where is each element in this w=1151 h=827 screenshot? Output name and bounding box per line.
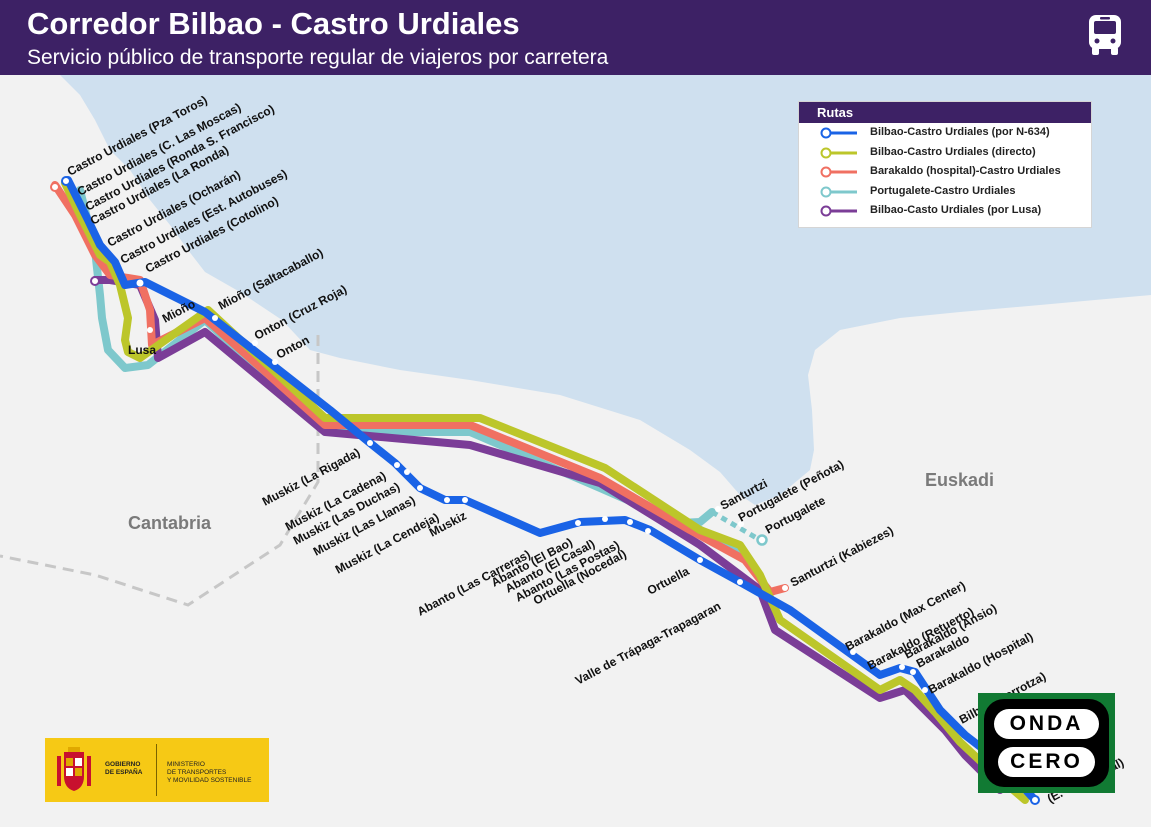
legend-title: Rutas <box>799 102 1091 123</box>
stop-label: Onton <box>274 333 312 362</box>
stop-marker[interactable] <box>272 359 278 365</box>
ministry-name: MINISTERIO DE TRANSPORTES Y MOVILIDAD SO… <box>167 761 252 784</box>
legend-item: Barakaldo (hospital)-Castro Urdiales <box>799 162 1091 182</box>
stop-marker[interactable] <box>782 585 788 591</box>
stop-marker[interactable] <box>147 327 153 333</box>
route-olive-line <box>61 179 1029 804</box>
route-swatch-icon <box>820 205 857 217</box>
legend-label: Bilbao-Casto Urdiales (por Lusa) <box>870 204 1042 217</box>
onda-cero-top-text: ONDA <box>994 709 1099 739</box>
onda-cero-bottom-text: CERO <box>998 747 1095 777</box>
stop-marker[interactable] <box>602 516 608 522</box>
route-blue-line <box>64 176 1039 804</box>
legend-label: Bilbao-Castro Urdiales (directo) <box>870 145 1036 158</box>
page-subtitle: Servicio público de transporte regular d… <box>27 46 609 69</box>
stop-marker[interactable] <box>756 534 768 546</box>
government-name: GOBIERNO DE ESPAÑA <box>105 761 143 776</box>
legend-label: Portugalete-Castro Urdiales <box>870 184 1016 197</box>
stop-marker[interactable] <box>90 276 100 286</box>
logo-divider <box>156 744 157 796</box>
region-border <box>0 335 320 607</box>
legend-item: Portugalete-Castro Urdiales <box>799 182 1091 202</box>
legend-item: Bilbao-Castro Urdiales (directo) <box>799 143 1091 163</box>
stop-marker[interactable] <box>50 182 60 192</box>
stop-label: Valle de Trápaga-Trapagaran <box>573 599 723 688</box>
stop-marker[interactable] <box>367 440 373 446</box>
stop-marker[interactable] <box>462 497 468 503</box>
stop-label: Santurtzi (Kabiezes) <box>788 523 896 589</box>
stop-marker[interactable] <box>136 279 144 287</box>
government-logo: GOBIERNO DE ESPAÑA MINISTERIO DE TRANSPO… <box>45 738 269 802</box>
route-purple-line <box>91 276 1004 794</box>
stop-marker[interactable] <box>575 520 581 526</box>
stop-marker[interactable] <box>394 462 400 468</box>
stop-label: Ortuella <box>645 564 692 598</box>
stop-marker[interactable] <box>252 340 258 346</box>
routes-legend: Rutas Bilbao-Castro Urdiales (por N-634)… <box>798 101 1092 228</box>
region-euskadi: Euskadi <box>925 470 994 490</box>
stop-marker[interactable] <box>715 506 721 512</box>
stop-marker[interactable] <box>922 687 928 693</box>
stop-marker[interactable] <box>61 176 71 186</box>
legend-label: Barakaldo (hospital)-Castro Urdiales <box>870 165 1061 178</box>
legend-item: Bilbao-Casto Urdiales (por Lusa) <box>799 201 1091 221</box>
onda-cero-badge: ONDA CERO <box>984 699 1109 787</box>
stop-marker[interactable] <box>404 469 410 475</box>
stop-marker[interactable] <box>899 664 905 670</box>
route-swatch-icon <box>820 186 857 198</box>
stop-marker[interactable] <box>645 528 651 534</box>
legend-item: Bilbao-Castro Urdiales (por N-634) <box>799 123 1091 143</box>
stop-marker[interactable] <box>1030 795 1040 805</box>
legend-label: Bilbao-Castro Urdiales (por N-634) <box>870 126 1050 138</box>
bus-icon <box>1089 15 1121 55</box>
stop-marker[interactable] <box>737 579 743 585</box>
route-coral-line <box>51 181 789 596</box>
stop-marker[interactable] <box>910 669 916 675</box>
stop-marker[interactable] <box>850 649 856 655</box>
page-title: Corredor Bilbao - Castro Urdiales <box>27 6 520 41</box>
coat-of-arms-icon <box>57 747 91 791</box>
onda-cero-logo: ONDA CERO <box>978 693 1115 793</box>
stop-marker[interactable] <box>627 519 633 525</box>
route-swatch-icon <box>820 127 857 139</box>
header-bar: Corredor Bilbao - Castro Urdiales Servic… <box>0 0 1151 75</box>
stop-marker[interactable] <box>697 557 703 563</box>
stop-marker[interactable] <box>212 315 218 321</box>
stop-marker[interactable] <box>417 485 423 491</box>
route-swatch-icon <box>820 166 857 178</box>
region-cantabria: Cantabria <box>128 513 212 533</box>
stop-marker[interactable] <box>444 497 450 503</box>
stop-label: Lusa <box>128 343 156 357</box>
route-swatch-icon <box>820 147 857 159</box>
stop-marker[interactable] <box>738 521 744 527</box>
route-teal-spur <box>710 509 762 543</box>
